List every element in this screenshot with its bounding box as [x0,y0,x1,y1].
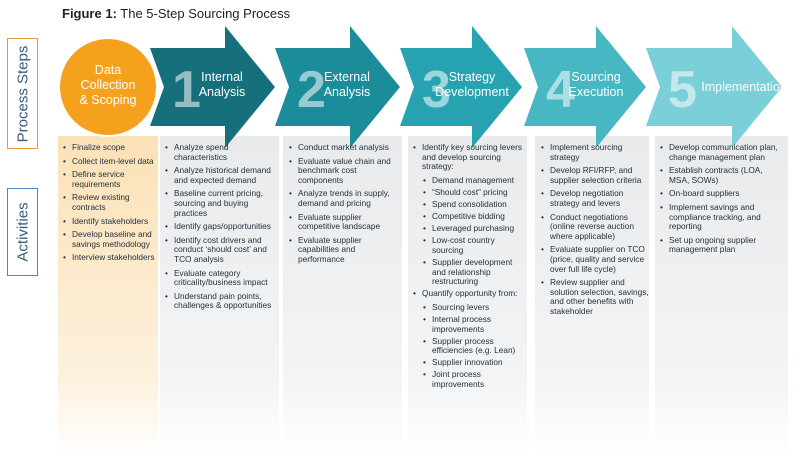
activity-item: Analyze trends in supply, demand and pri… [289,189,399,208]
step-title-5: Implementation [701,80,787,94]
activity-item: Conduct market analysis [289,142,399,153]
activity-item: Evaluate supplier on TCO (price, quality… [541,245,649,274]
step-circle-0 [58,37,158,137]
activity-item: Analyze spend characteristics [165,142,277,162]
activity-item: Conduct negotiations (online reverse auc… [541,212,649,242]
activity-item: Joint process improvements [423,370,525,389]
step-arrow-5 [646,26,782,148]
activity-item: Evaluate category criticality/business i… [165,268,277,288]
activities-column-4: Implement sourcing strategyDevelop RFI/R… [541,142,649,321]
activity-item: “Should cost” pricing [423,187,525,198]
activity-item: Internal process improvements [423,314,525,334]
activity-item: Review supplier and solution selection, … [541,277,649,316]
figure-label: Figure 1: [62,6,117,21]
activity-item: Quantify opportunity from: [413,289,525,299]
activity-item: Supplier process efficiencies (e.g. Lean… [423,336,525,356]
activity-item: Competitive bidding [423,211,525,222]
activity-item: Supplier development and relationship re… [423,257,525,287]
activity-item: Implement savings and compliance trackin… [660,202,782,232]
activity-item: Evaluate supplier competitive landscape [289,212,399,232]
activity-item: Identify gaps/opportunities [165,222,277,232]
step-number-1: 1 [172,61,201,119]
activities-column-3: Identify key sourcing levers and develop… [413,142,525,392]
activity-item: Spend consolidation [423,199,525,210]
activity-item: Evaluate value chain and benchmark cost … [289,156,399,186]
activity-item: Finalize scope [63,142,155,153]
activity-item: Identify key sourcing levers and develop… [413,142,525,172]
activity-item: Develop communication plan, change manag… [660,142,782,162]
activity-item: Develop RFI/RFP, and supplier selection … [541,165,649,185]
activity-item: Review existing contracts [63,193,155,212]
step-number-3: 3 [422,61,451,119]
activity-item: Identify cost drivers and conduct ‘shoul… [165,235,277,265]
activity-item: Demand management [423,175,525,186]
activity-item: Baseline current pricing, sourcing and b… [165,189,277,218]
activity-item: Low-cost country sourcing [423,235,525,255]
activities-column-1: Analyze spend characteristicsAnalyze his… [165,142,277,315]
activity-item: Collect item-level data [63,156,155,167]
step-number-4: 4 [546,61,575,119]
activity-item: Implement sourcing strategy [541,142,649,162]
activity-item: On-board suppliers [660,189,782,199]
figure-title: Figure 1: The 5-Step Sourcing Process [62,6,290,21]
activity-item: Leveraged purchasing [423,224,525,234]
activity-item: Analyze historical demand and expected d… [165,165,277,185]
activity-item: Interview stakeholders [63,253,155,263]
activity-item: Evaluate supplier capabilities and perfo… [289,235,399,265]
activity-item: Sourcing levers [423,302,525,313]
activity-item: Identify stakeholders [63,216,155,227]
activity-item: Supplier innovation [423,358,525,368]
step-arrow-2 [275,26,400,148]
step-arrow-4 [524,26,646,148]
activities-column-0: Finalize scopeCollect item-level dataDef… [63,142,155,267]
figure-caption: The 5-Step Sourcing Process [120,6,291,21]
step-number-2: 2 [297,61,326,119]
activity-item: Develop negotiation strategy and levers [541,189,649,208]
activities-column-2: Conduct market analysisEvaluate value ch… [289,142,399,269]
activity-item: Set up ongoing supplier management plan [660,235,782,255]
activities-column-5: Develop communication plan, change manag… [660,142,782,259]
activity-item: Establish contracts (LOA, MSA, SOWs) [660,165,782,185]
step-arrow-1 [150,26,275,148]
step-arrow-3 [400,26,522,148]
activity-item: Define service requirements [63,169,155,189]
activity-item: Understand pain points, challenges & opp… [165,291,277,311]
process-steps-tab: Process Steps [7,38,38,149]
step-number-5: 5 [668,61,697,119]
activities-tab: Activities [7,188,38,276]
activity-item: Develop baseline and savings methodology [63,229,155,249]
